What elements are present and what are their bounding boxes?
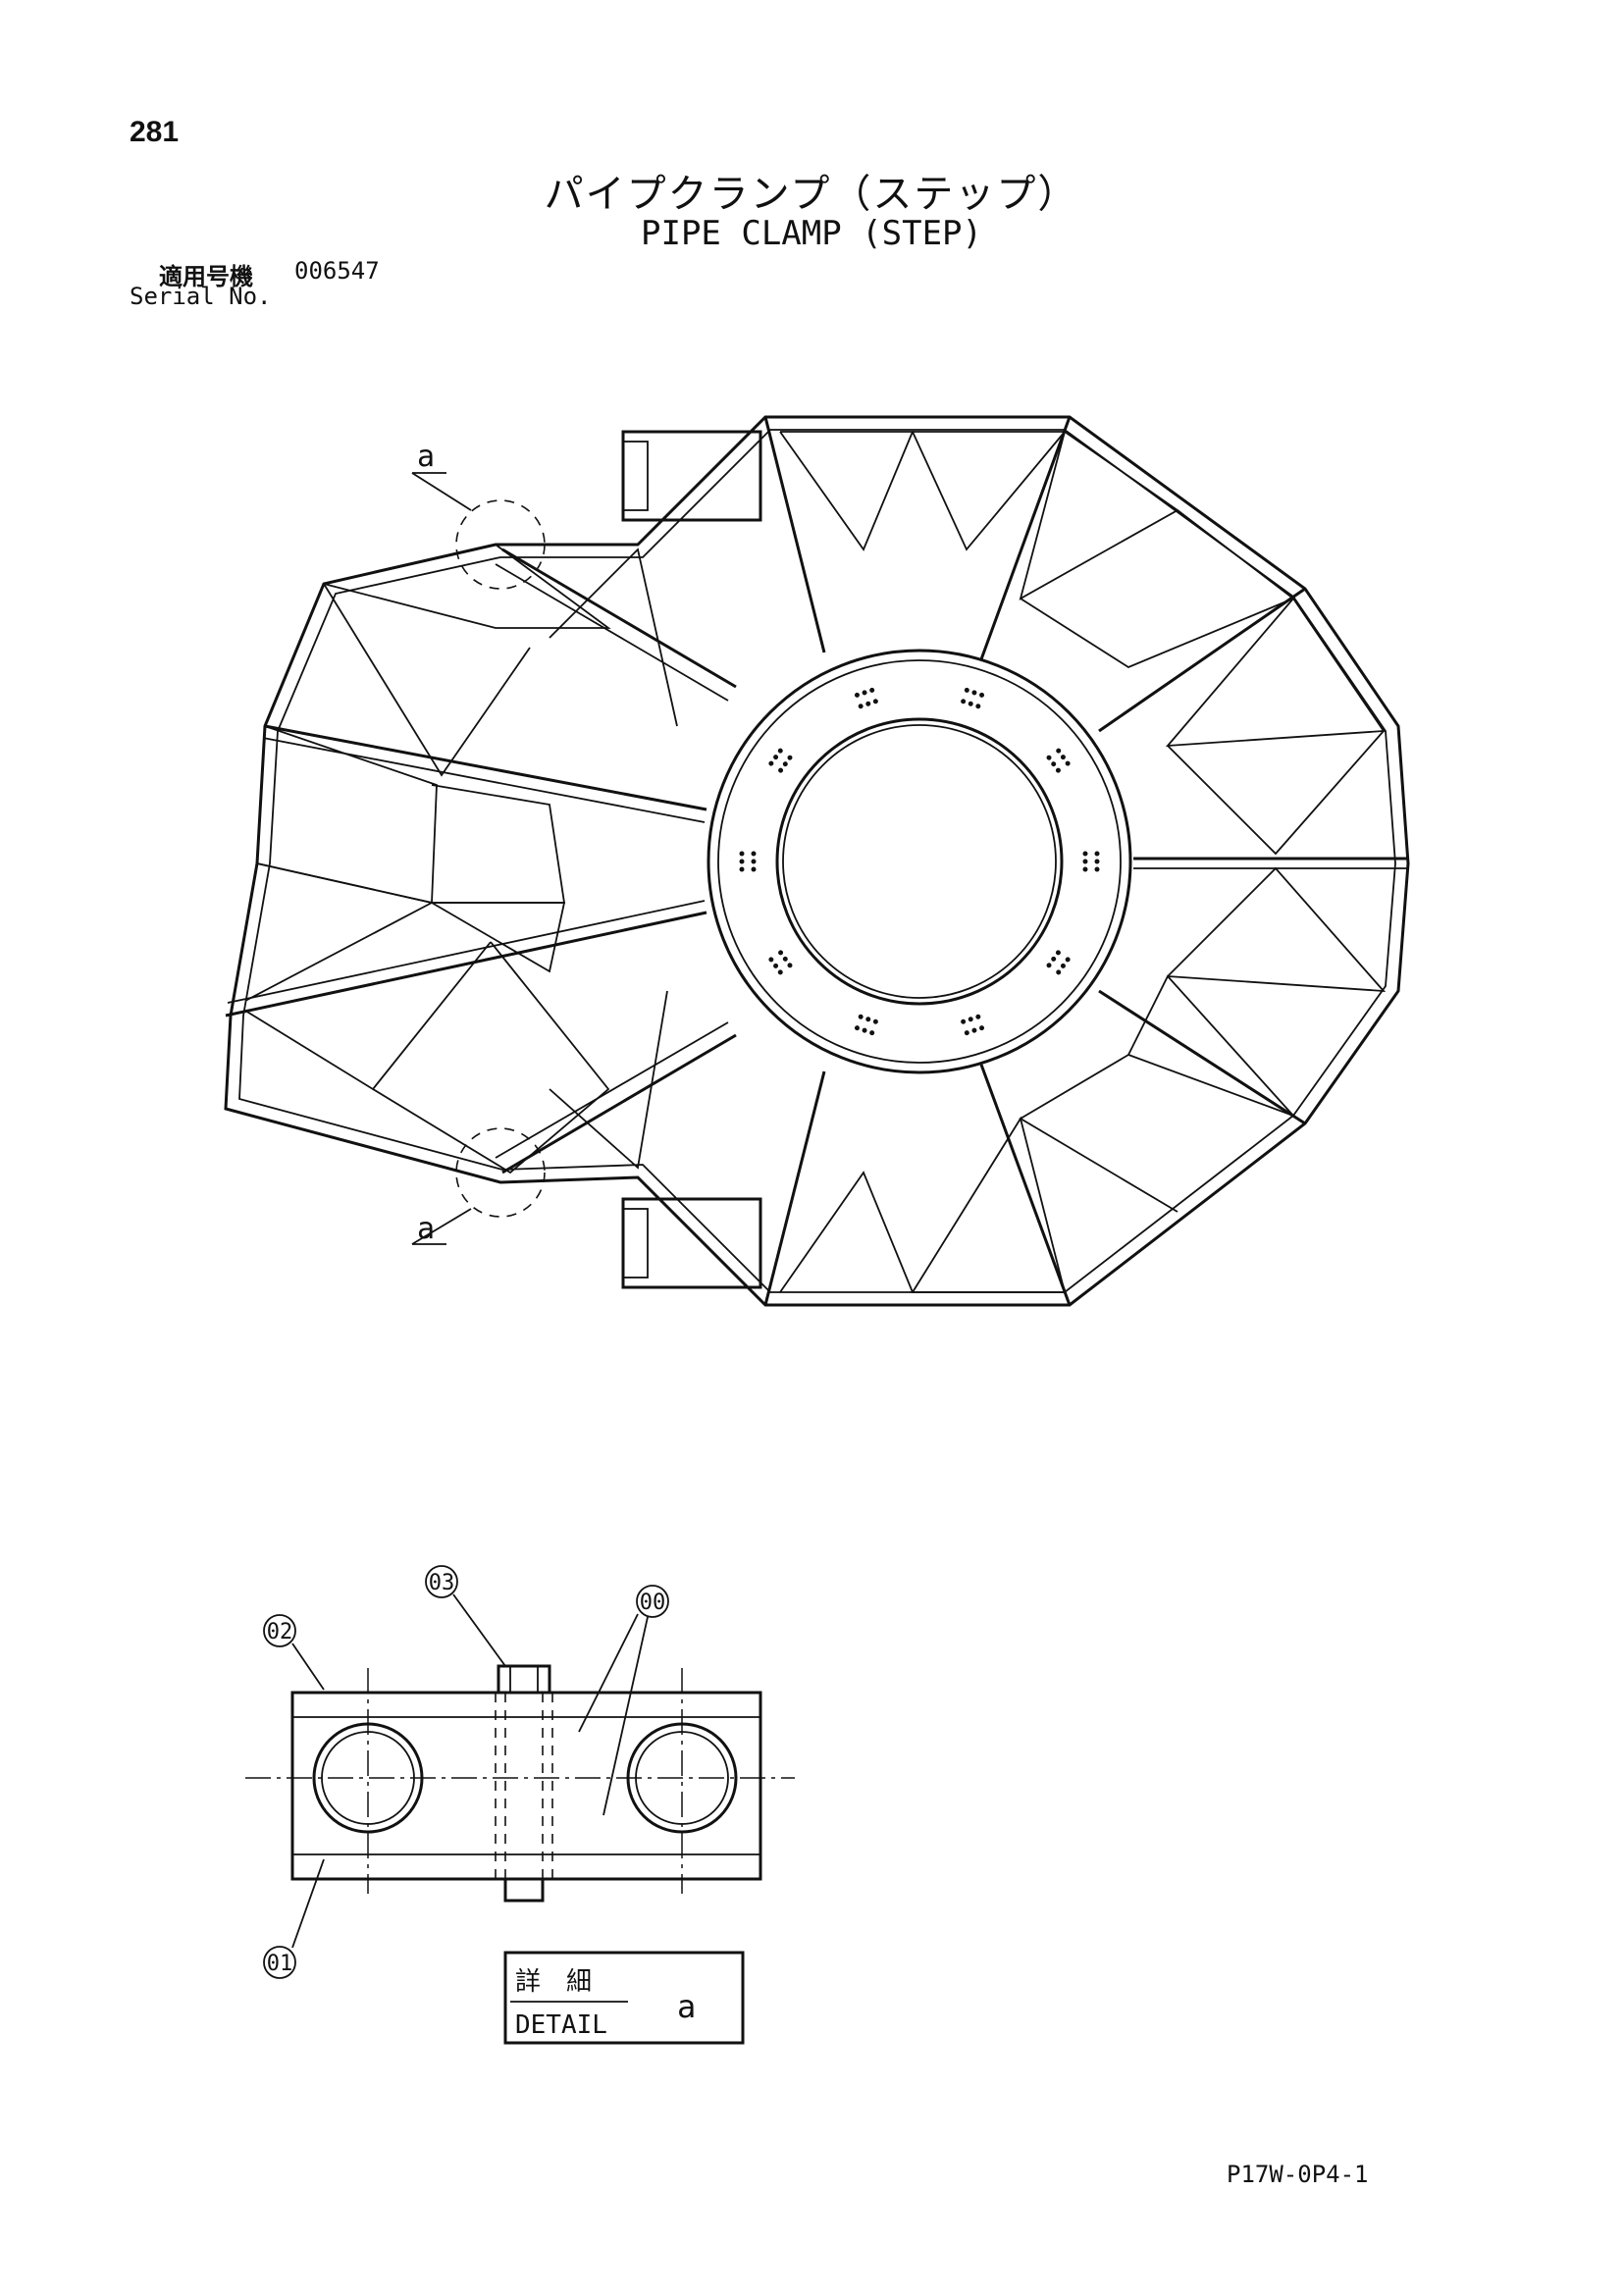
callout-01-balloon [263,1946,296,1979]
upper-bracket [621,430,762,522]
leader-lower [411,1208,472,1245]
frame-outline-inner [238,429,1396,1293]
detail-label-jp: 詳 細 [515,1967,592,1997]
page-number: 281 [130,116,180,148]
serial-value: 006547 [294,257,380,285]
detail-callout-upper: a [417,440,435,474]
page-title-jp: パイプクランプ（ステップ） [544,172,1079,217]
clamp-body [290,1691,762,1881]
detail-label-box [503,1951,745,2045]
detail-label-en: DETAIL [515,2010,607,2040]
callout-03: 03 [429,1571,455,1595]
detail-callout-lower: a [417,1212,435,1246]
serial-label-en: Serial No. [130,283,272,310]
callout-03-balloon [425,1565,458,1598]
bolt-hole-groups [739,687,1100,1036]
callout-02: 02 [267,1620,293,1644]
leader-upper [411,472,472,511]
bolt-head [497,1664,551,1695]
detail-circle-upper [455,499,546,590]
lower-bracket [621,1197,762,1289]
detail-label-letter: a [677,1988,696,2025]
serial-label-jp: 適用号機 [159,263,253,290]
callout-00-balloon [636,1585,669,1618]
document-code: P17W-0P4-1 [1227,2161,1369,2188]
detail-circle-lower [455,1127,546,1218]
bracing-right [779,431,1387,1293]
detail-a-view: 02 03 00 01 詳 細 DETAIL a [245,1565,795,2045]
lower-bracket-plate [622,1208,649,1278]
bracing-left [244,544,678,1174]
upper-bracket-plate [622,441,649,511]
swing-ring-inner-2 [782,724,1057,999]
callout-02-balloon [263,1614,296,1647]
page-title-en: PIPE CLAMP (STEP) [641,214,982,253]
swing-ring-outer [707,649,1132,1074]
swing-ring-outer-2 [717,659,1122,1064]
swing-ring-inner [775,717,1064,1006]
radial-pipes [225,416,1408,1306]
callout-00: 00 [640,1591,666,1615]
callout-01: 01 [267,1952,293,1976]
step-frame-top-view: a a [224,415,1410,1307]
bolt-end [503,1877,545,1903]
